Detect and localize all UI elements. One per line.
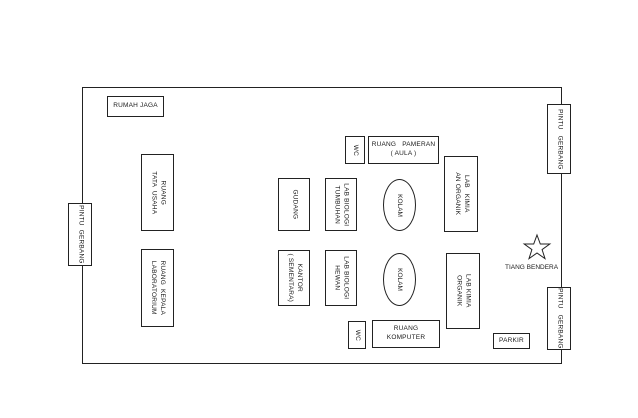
room-gudang-label: GUDANG xyxy=(291,189,299,220)
pool-bottom: KOLAM xyxy=(383,253,416,306)
room-lab-kimia-anorganik-label: LAB KIMIA AN ORGANIK xyxy=(454,172,470,216)
gate-right-top-label: PINTU GERBANG xyxy=(556,108,564,170)
room-gudang: GUDANG xyxy=(278,178,310,231)
star-icon xyxy=(522,233,552,260)
room-ruang-komputer-label: RUANG KOMPUTER xyxy=(386,325,426,341)
room-ruang-kepala-lab: RUANG KEPALA LABORATORIUM xyxy=(141,249,174,327)
gate-right-bottom-label: PINTU GERBANG xyxy=(556,288,564,349)
pool-top-label: KOLAM xyxy=(395,193,403,217)
room-wc-top-label: WC xyxy=(352,144,360,156)
room-kantor-sementara: KANTOR ( SEMENTARA) xyxy=(278,250,310,306)
room-lab-biologi-tumbuhan-label: LAB BIOLOGI TUMBUHAN xyxy=(334,182,350,227)
gate-left-label: PINTU GERBANG xyxy=(77,205,85,264)
room-lab-biologi-hewan-label: LAB BIOLOGI HEWAN xyxy=(334,256,350,300)
area-parkir-label: PARKIR xyxy=(499,336,524,344)
room-lab-biologi-tumbuhan: LAB BIOLOGI TUMBUHAN xyxy=(325,178,357,231)
room-kantor-sementara-label: KANTOR ( SEMENTARA) xyxy=(287,253,303,303)
room-lab-kimia-organik: LAB KIMIA ORGANIK xyxy=(446,253,480,329)
room-lab-kimia-anorganik: LAB KIMIA AN ORGANIK xyxy=(444,156,478,232)
pool-bottom-label: KOLAM xyxy=(395,268,403,291)
room-wc-top: WC xyxy=(345,136,365,164)
room-wc-bottom-label: WC xyxy=(354,329,362,341)
flag-pole-label: TIANG BENDERA xyxy=(505,264,559,271)
room-rumah-jaga: RUMAH JAGA xyxy=(107,96,164,117)
room-lab-kimia-organik-label: LAB KIMIA ORGANIK xyxy=(456,274,472,308)
gate-left: PINTU GERBANG xyxy=(68,203,92,266)
room-ruang-komputer: RUANG KOMPUTER xyxy=(372,320,440,348)
room-ruang-tata-usaha: RUANG TATA USAHA xyxy=(141,154,174,231)
room-rumah-jaga-label: RUMAH JAGA xyxy=(113,102,158,110)
area-parkir: PARKIR xyxy=(493,333,530,349)
room-ruang-kepala-lab-label: RUANG KEPALA LABORATORIUM xyxy=(150,260,167,316)
room-ruang-tata-usaha-label: RUANG TATA USAHA xyxy=(150,170,167,215)
gate-right-bottom: PINTU GERBANG xyxy=(547,287,571,350)
room-ruang-pameran-label: RUANG PAMERAN ( AULA ) xyxy=(371,141,436,157)
gate-right-top: PINTU GERBANG xyxy=(547,104,571,174)
room-ruang-pameran: RUANG PAMERAN ( AULA ) xyxy=(368,136,439,164)
room-wc-bottom: WC xyxy=(348,321,366,349)
room-lab-biologi-hewan: LAB BIOLOGI HEWAN xyxy=(325,250,357,306)
pool-top: KOLAM xyxy=(383,179,416,231)
